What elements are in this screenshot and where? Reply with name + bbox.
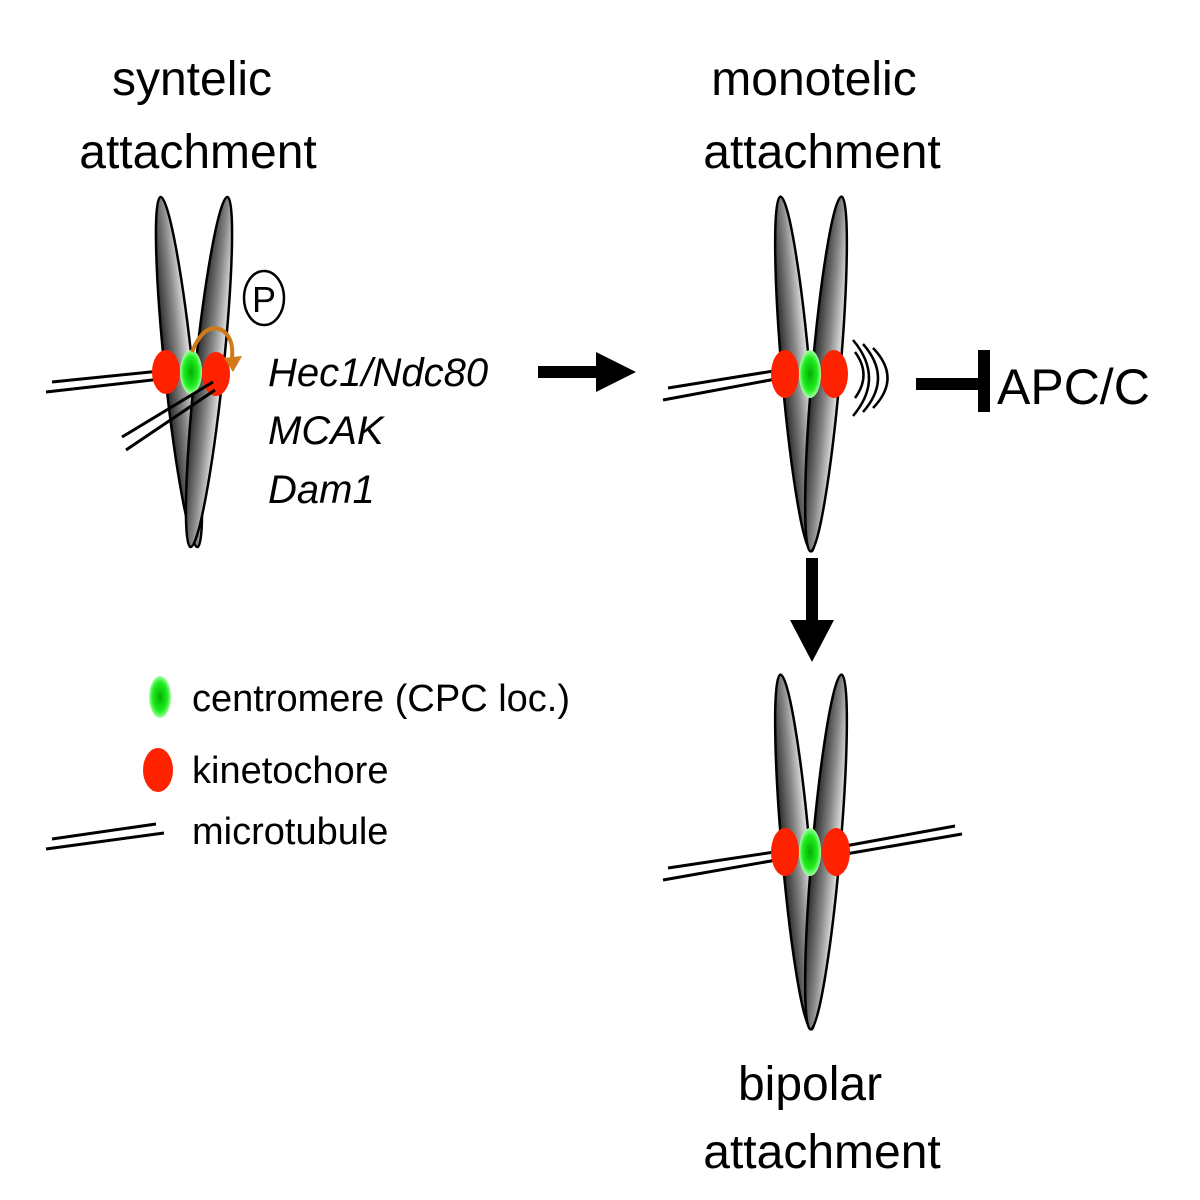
syntelic-title-line2: attachment xyxy=(79,126,316,179)
legend-microtubule-label: microtubule xyxy=(192,811,388,853)
legend-centromere-label: centromere (CPC loc.) xyxy=(192,678,570,720)
target-hec1-ndc80: Hec1/Ndc80 xyxy=(268,351,488,395)
phospho-circle xyxy=(242,269,286,327)
legend-microtubule-swatch xyxy=(45,822,165,851)
monotelic-chromosome xyxy=(662,195,889,553)
microtubule xyxy=(662,856,789,882)
kinetochore xyxy=(820,350,848,398)
inhibition-symbol xyxy=(916,350,990,412)
legend-centromere-swatch xyxy=(149,676,171,718)
phospho-symbol: P xyxy=(252,279,276,320)
phospho-arrow xyxy=(190,326,235,359)
signal-arc xyxy=(872,347,889,409)
kinetochore xyxy=(771,350,799,398)
microtubule xyxy=(51,368,171,384)
phospho-arrowhead xyxy=(224,356,242,372)
monotelic-title-line2: attachment xyxy=(703,126,940,179)
kinetochore xyxy=(152,350,180,394)
target-dam1: Dam1 xyxy=(268,468,375,512)
target-mcak: MCAK xyxy=(268,409,386,453)
monotelic-title-line1: monotelic xyxy=(711,53,916,106)
centromere xyxy=(799,350,821,398)
microtubule xyxy=(667,848,789,870)
microtubule xyxy=(125,388,216,452)
microtubule xyxy=(121,380,214,439)
centromere xyxy=(799,828,821,876)
bipolar-chromosome xyxy=(662,673,963,1031)
syntelic-title-line1: syntelic xyxy=(112,53,272,106)
microtubule xyxy=(662,374,793,402)
centromere xyxy=(180,350,202,394)
microtubule xyxy=(45,376,171,394)
legend-kinetochore-swatch xyxy=(143,748,173,792)
signal-arc xyxy=(853,351,865,399)
kinetochore xyxy=(771,828,799,876)
legend-kinetochore-label: kinetochore xyxy=(192,750,388,792)
bipolar-title-line2: attachment xyxy=(703,1126,940,1179)
signal-arc xyxy=(862,343,880,413)
arrow-syntelic-to-monotelic xyxy=(538,352,636,392)
bipolar-title-line1: bipolar xyxy=(738,1058,882,1111)
microtubule xyxy=(833,832,963,858)
apc-c-label: APC/C xyxy=(997,359,1150,415)
microtubule xyxy=(833,824,956,850)
legend: centromere (CPC loc.) kinetochore microt… xyxy=(45,676,570,853)
arrow-monotelic-to-bipolar xyxy=(790,558,834,662)
syntelic-chromosome: P xyxy=(45,195,286,549)
signal-arc xyxy=(852,339,871,417)
kinetochore xyxy=(822,828,850,876)
